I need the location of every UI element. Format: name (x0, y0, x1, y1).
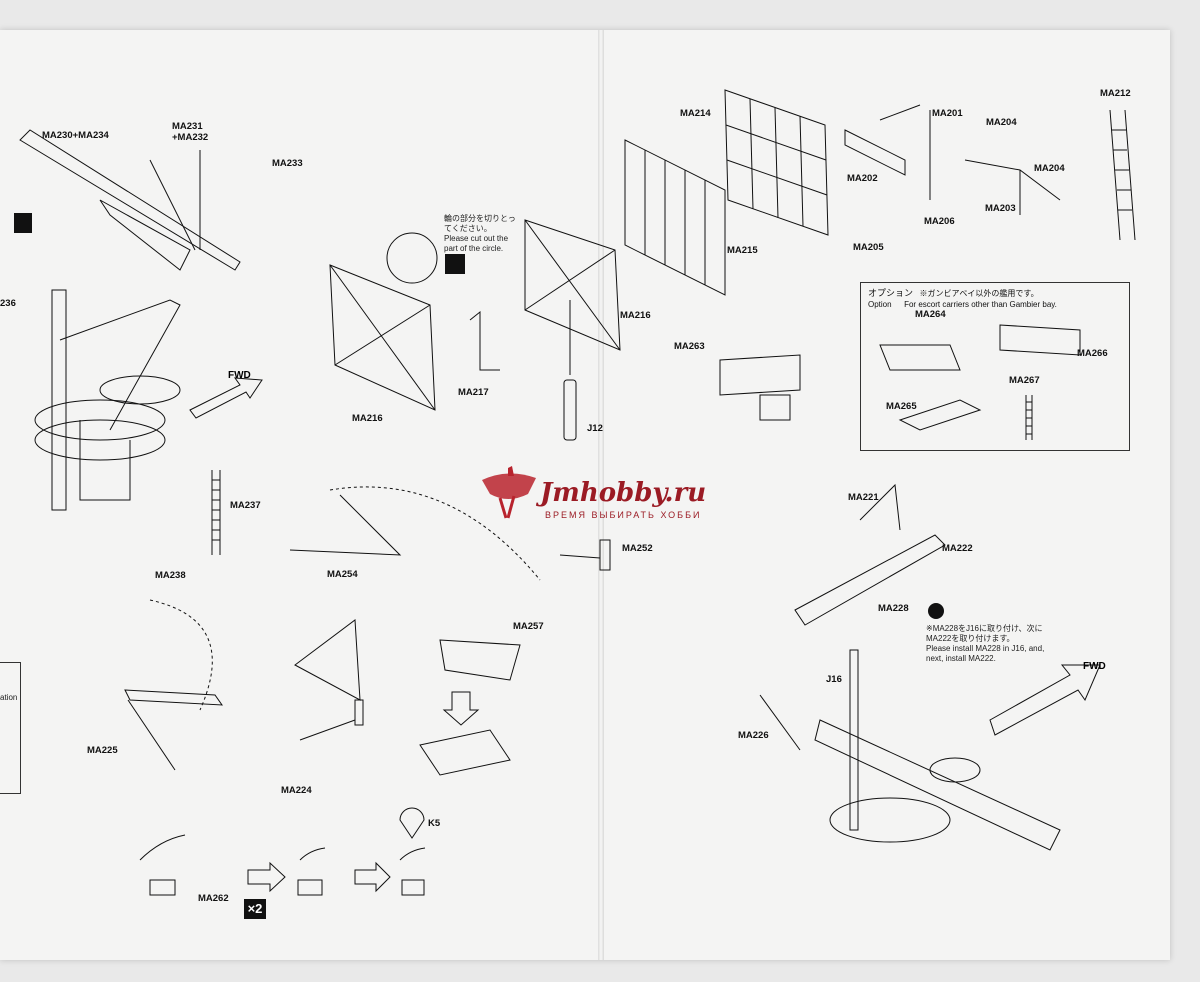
label-236: 236 (0, 298, 16, 309)
mesh-ma215 (624, 139, 726, 296)
page-fold (598, 30, 604, 960)
label-ma202: MA202 (847, 173, 878, 184)
install-en-1: Please install MA228 in J16, and, (926, 644, 1045, 653)
label-ma216-right: MA216 (620, 310, 651, 321)
label-ma265: MA265 (886, 401, 917, 412)
label-ma238: MA238 (155, 570, 186, 581)
ladder-ma212 (1109, 109, 1136, 241)
times-two-badge: ×2 (244, 899, 266, 919)
mast-left (51, 289, 67, 511)
label-ma252: MA252 (622, 543, 653, 554)
label-ma225: MA225 (87, 745, 118, 756)
install-jp-1: ※MA228をJ16に取り付け、次に (926, 624, 1043, 633)
label-j12: J12 (587, 423, 603, 434)
fwd-label-left: FWD (228, 370, 251, 381)
label-ma228: MA228 (878, 603, 909, 614)
label-ma226: MA226 (738, 730, 769, 741)
label-ma230-234: MA230+MA234 (42, 130, 109, 141)
cut-circle-jp-1: 輪の部分を切りとっ (444, 214, 516, 223)
watermark-tagline: ВРЕМЯ ВЫБИРАТЬ ХОББИ (545, 510, 702, 520)
label-ma203: MA203 (985, 203, 1016, 214)
ladder-ma267 (1025, 395, 1033, 440)
label-ma221: MA221 (848, 492, 879, 503)
grid-ma214 (724, 89, 829, 236)
fwd-label-right: FWD (1083, 661, 1106, 672)
install-jp-2: MA222を取り付けます。 (926, 634, 1015, 643)
install-note: ※MA228をJ16に取り付け、次に MA222を取り付けます。 Please … (926, 624, 1044, 664)
instruction-sheet (0, 30, 1170, 960)
cut-circle-jp-2: てください。 (444, 224, 492, 233)
cut-circle-note: 輪の部分を切りとっ てください。 Please cut out the part… (444, 214, 516, 254)
fwd-arrow-left (189, 377, 263, 419)
option-title-en: Option (868, 300, 892, 309)
option-box (860, 282, 1130, 451)
label-ma222: MA222 (942, 543, 973, 554)
label-ma214: MA214 (680, 108, 711, 119)
label-ma264: MA264 (915, 309, 946, 320)
boom-part (19, 129, 241, 271)
option-note-en: For escort carriers other than Gambier b… (904, 300, 1057, 309)
tip-marker (928, 603, 944, 619)
step-marker-left (14, 213, 32, 233)
watermark-brand: Jmhobby.ru (540, 478, 707, 508)
label-ma215: MA215 (727, 245, 758, 256)
label-ma262: MA262 (198, 893, 229, 904)
watermark-logo-icon (482, 466, 536, 519)
label-ma201: MA201 (932, 108, 963, 119)
label-ma233: MA233 (272, 158, 303, 169)
label-ma212: MA212 (1100, 88, 1131, 99)
ladder-ma237 (211, 470, 221, 555)
cut-circle-en-2: part of the circle. (444, 244, 504, 253)
label-ma216-left: MA216 (352, 413, 383, 424)
label-ma267: MA267 (1009, 375, 1040, 386)
fwd-arrow-right (989, 664, 1101, 736)
label-ma205: MA205 (853, 242, 884, 253)
label-ma206: MA206 (924, 216, 955, 227)
label-ma204-a: MA204 (986, 117, 1017, 128)
label-ma266: MA266 (1077, 348, 1108, 359)
option-note-jp: ※ガンビアベイ以外の艦用です。 (919, 289, 1039, 298)
label-ma237: MA237 (230, 500, 261, 511)
platform-ma222 (794, 534, 946, 626)
label-ma217: MA217 (458, 387, 489, 398)
label-ma231: MA231 (172, 121, 203, 132)
left-edge-box (0, 662, 21, 794)
label-k5: K5 (428, 818, 441, 829)
label-ma254: MA254 (327, 569, 358, 580)
label-ma263: MA263 (674, 341, 705, 352)
label-ma232: +MA232 (172, 132, 209, 143)
install-en-2: next, install MA222. (926, 654, 996, 663)
option-title: オプション ※ガンビアベイ以外の艦用です。 Option For escort … (868, 286, 1057, 309)
label-ma224: MA224 (281, 785, 312, 796)
scissors-marker (445, 254, 465, 274)
cut-circle-en-1: Please cut out the (444, 234, 509, 243)
option-title-jp: オプション (868, 288, 914, 298)
label-j16: J16 (826, 674, 842, 685)
left-edge-text: ation (0, 693, 18, 702)
label-ma257: MA257 (513, 621, 544, 632)
label-ma204-b: MA204 (1034, 163, 1065, 174)
